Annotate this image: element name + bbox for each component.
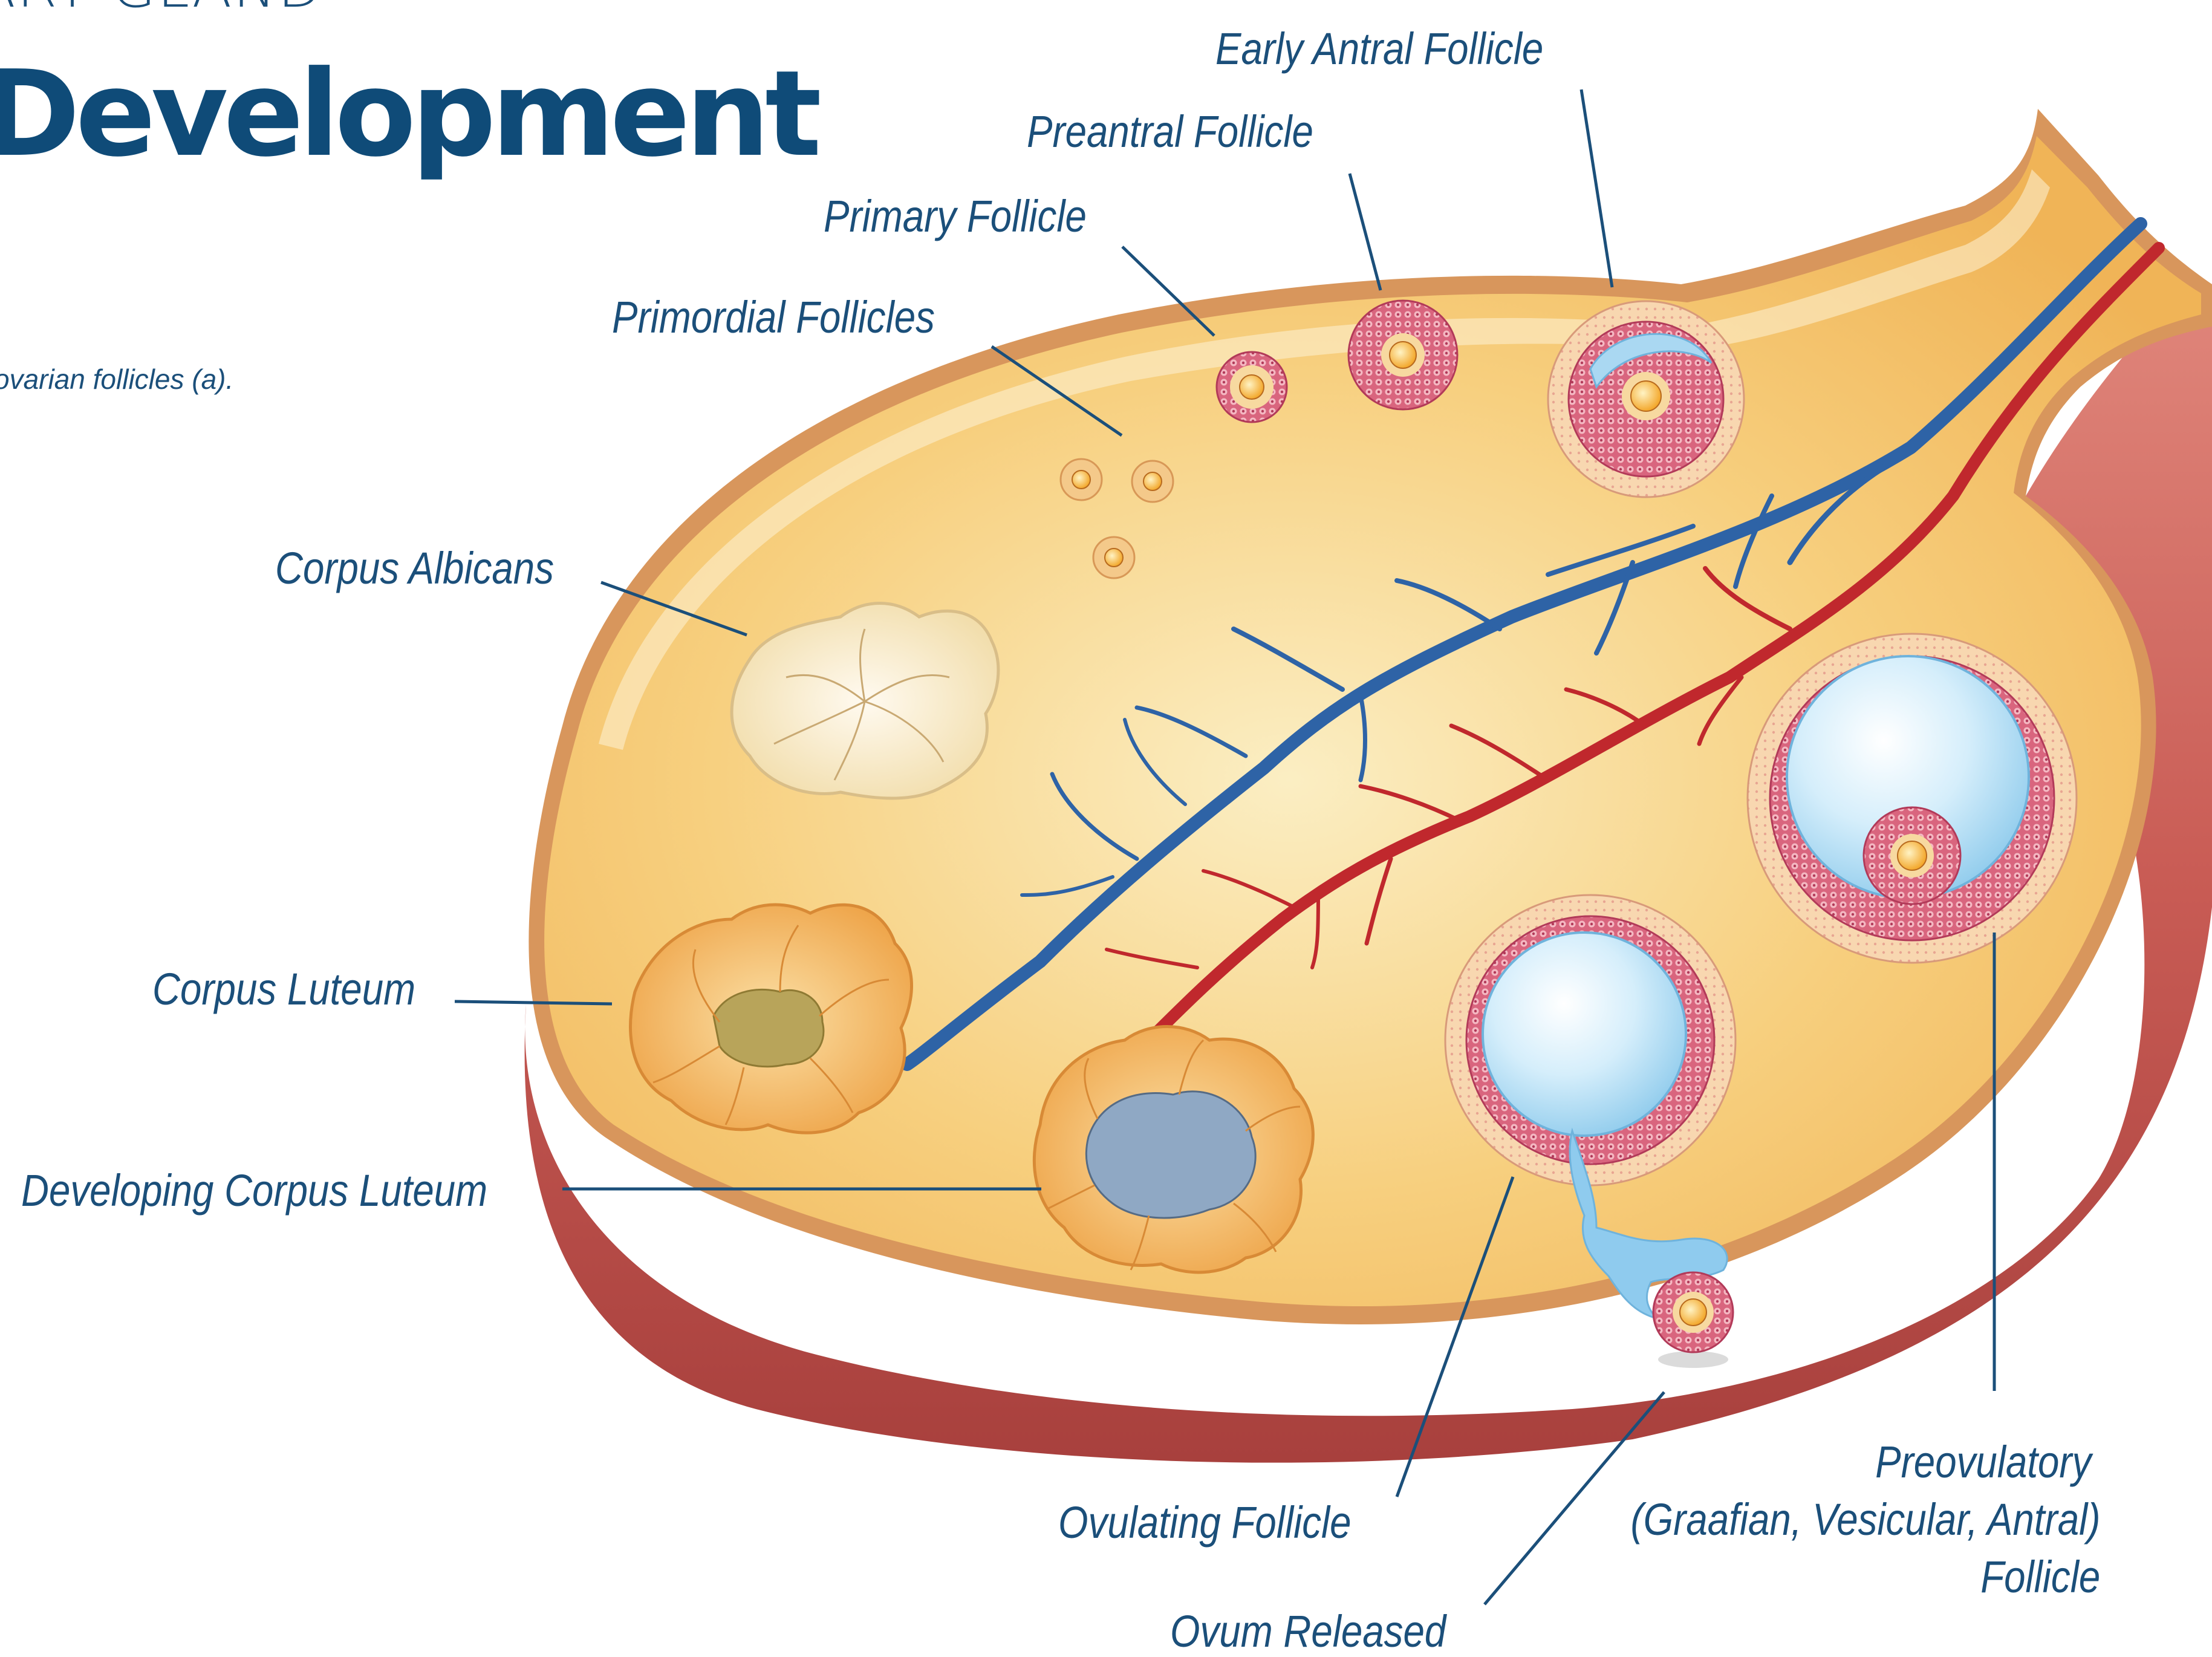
label-ovulating-follicle: Ovulating Follicle bbox=[1058, 1497, 1352, 1548]
label-primordial-follicles: Primordial Follicles bbox=[612, 291, 935, 343]
label-preantral-follicle: Preantral Follicle bbox=[1027, 106, 1313, 157]
leader-preantral bbox=[1350, 174, 1381, 290]
primary-follicle bbox=[1217, 352, 1287, 422]
preantral-follicle bbox=[1348, 301, 1457, 409]
label-preovulatory-line2: (Graafian, Vesicular, Antral) bbox=[1630, 1494, 2100, 1545]
primordial-follicle bbox=[1132, 461, 1173, 502]
label-ovum-released: Ovum Released bbox=[1170, 1606, 1446, 1657]
header-title: Development bbox=[0, 45, 817, 183]
developing-corpus-luteum bbox=[1034, 1027, 1313, 1272]
label-early-antral-follicle: Early Antral Follicle bbox=[1215, 23, 1543, 74]
primordial-follicle bbox=[1061, 459, 1102, 500]
label-corpus-albicans: Corpus Albicans bbox=[275, 542, 554, 594]
header-subtitle: ARY GLAND bbox=[0, 0, 324, 21]
released-ovum bbox=[1653, 1272, 1733, 1368]
label-developing-corpus-luteum: Developing Corpus Luteum bbox=[21, 1165, 487, 1216]
label-preovulatory-line1: Preovulatory bbox=[1875, 1436, 2091, 1488]
corpus-luteum bbox=[631, 905, 912, 1133]
label-primary-follicle: Primary Follicle bbox=[824, 190, 1087, 242]
early-antral-follicle bbox=[1548, 301, 1744, 497]
header-caption: ovarian follicles (a). bbox=[0, 363, 233, 396]
label-preovulatory-line3: Follicle bbox=[1980, 1551, 2100, 1603]
preovulatory-follicle bbox=[1748, 634, 2077, 963]
leader-early-antral bbox=[1581, 90, 1612, 287]
primordial-follicle bbox=[1093, 537, 1134, 578]
label-corpus-luteum: Corpus Luteum bbox=[152, 963, 415, 1015]
